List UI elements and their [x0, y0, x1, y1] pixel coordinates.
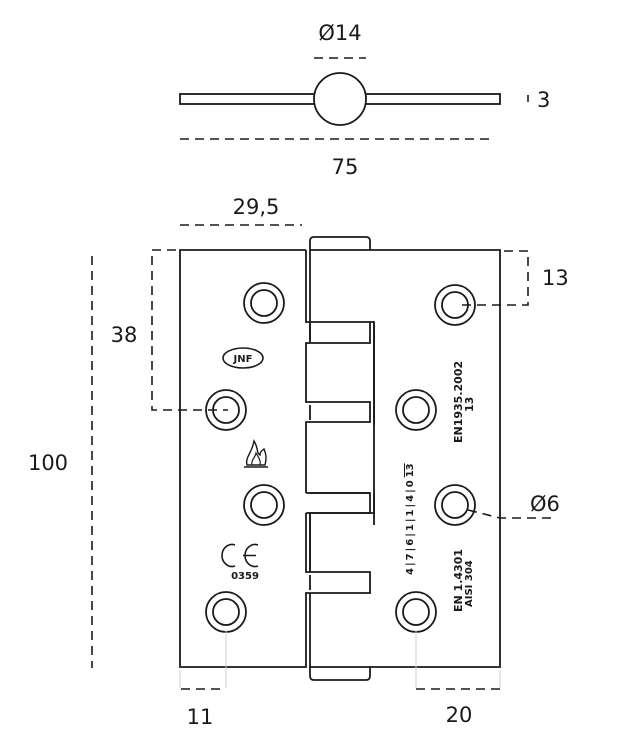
screw-hole	[395, 389, 437, 431]
right-leaf-knuckle-edges	[306, 322, 375, 572]
grade-code-marking: 4|7|6|1|1|4|013	[405, 463, 416, 575]
screw-hole	[434, 284, 476, 326]
leaf-width-label: 29,5	[233, 195, 280, 219]
screw-hole	[395, 591, 437, 633]
hole-edge-offset-right-label: 13	[542, 266, 569, 290]
hole-offset-top-dimension	[151, 249, 228, 411]
standard-marking: EN1935.2002 13	[452, 361, 476, 443]
hole-edge-offset-right-bottom-label: 20	[446, 703, 473, 727]
ce-mark: 0359	[221, 543, 259, 582]
screw-hole	[205, 591, 247, 633]
svg-text:4|7|6|1|1|4|013: 4|7|6|1|1|4|013	[405, 463, 416, 575]
jnf-logo: JNF	[222, 347, 264, 369]
screw-hole	[243, 282, 285, 324]
svg-text:JNF: JNF	[233, 354, 253, 365]
screw-hole	[434, 484, 476, 526]
overall-width-label: 75	[332, 155, 359, 179]
left-leaf-outline	[179, 249, 371, 668]
hole-diameter-label: Ø6	[530, 492, 560, 516]
hole-offset-top-label: 38	[111, 323, 138, 347]
svg-text:EN 1.4301: EN 1.4301	[452, 549, 465, 612]
knuckle-diameter-label: Ø14	[318, 21, 361, 45]
svg-text:EN1935.2002: EN1935.2002	[452, 361, 465, 443]
pin-cap-top	[309, 236, 371, 250]
svg-text:AISI 304: AISI 304	[464, 560, 475, 607]
notified-body-number: 0359	[231, 571, 259, 582]
top-view: Ø14 3 75	[179, 21, 550, 179]
hole-diameter-leader	[467, 509, 555, 519]
svg-text:13: 13	[463, 397, 476, 412]
hole-edge-offset-left-label: 11	[187, 705, 214, 729]
front-view: 29,5 100 38 13 Ø6	[28, 195, 569, 729]
fire-rated-icon	[244, 439, 268, 468]
height-label: 100	[28, 451, 68, 475]
material-marking: EN 1.4301 AISI 304	[452, 549, 475, 612]
knuckle-top-profile	[313, 72, 367, 126]
hole-edge-offset-right-dimension	[460, 250, 529, 306]
screw-hole	[243, 484, 285, 526]
screw-hole	[205, 389, 247, 431]
pin-cap-bottom	[309, 667, 371, 681]
leaf-thickness-label: 3	[537, 88, 550, 112]
